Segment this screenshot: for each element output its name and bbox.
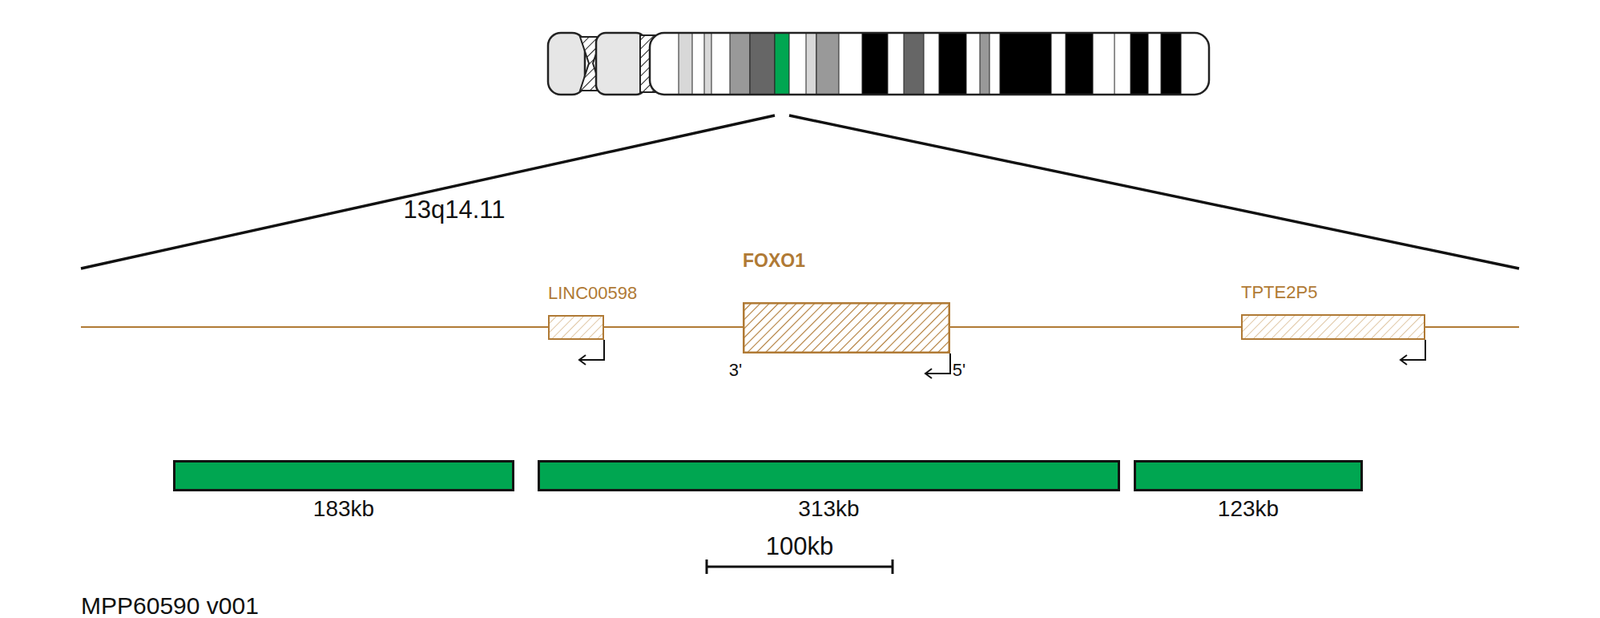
gene-box: LINC00598 — [548, 314, 605, 340]
probe-bar: 313kb — [537, 459, 1121, 492]
size-label: 183kb — [313, 497, 375, 520]
probe-id: MPP60590 v001 — [80, 593, 259, 618]
p-arm — [548, 32, 585, 95]
gene-name: TPTE2P5 — [1241, 283, 1318, 302]
zoom-line — [789, 115, 1520, 269]
strand-end: 5' — [952, 361, 966, 379]
node-shape — [1133, 459, 1363, 492]
q-arm-bands — [649, 32, 1210, 95]
gene-name: LINC00598 — [548, 284, 637, 303]
target-gene-box: FOXO1 — [742, 302, 951, 354]
zoom-line — [80, 115, 775, 269]
size-label: 123kb — [1217, 497, 1279, 520]
scale-label: 100kb — [765, 533, 834, 559]
node-shape — [1241, 314, 1426, 340]
probe-bar: 123kb — [1133, 459, 1363, 492]
band-name: 13q14.11 — [403, 197, 506, 222]
node-shape — [173, 459, 515, 492]
gene-name: FOXO1 — [742, 251, 806, 271]
probe-bar: 183kb — [173, 459, 515, 492]
size-label: 313kb — [797, 497, 859, 520]
scale-bar — [706, 559, 893, 574]
strand-arrows — [579, 339, 1426, 379]
q-arm — [649, 32, 1210, 95]
node-shape — [742, 302, 951, 354]
strand-end: 3' — [729, 361, 742, 379]
node-shape — [537, 459, 1121, 492]
gene-box: TPTE2P5 — [1241, 314, 1426, 340]
node-shape — [548, 314, 605, 340]
satellite — [596, 32, 646, 95]
